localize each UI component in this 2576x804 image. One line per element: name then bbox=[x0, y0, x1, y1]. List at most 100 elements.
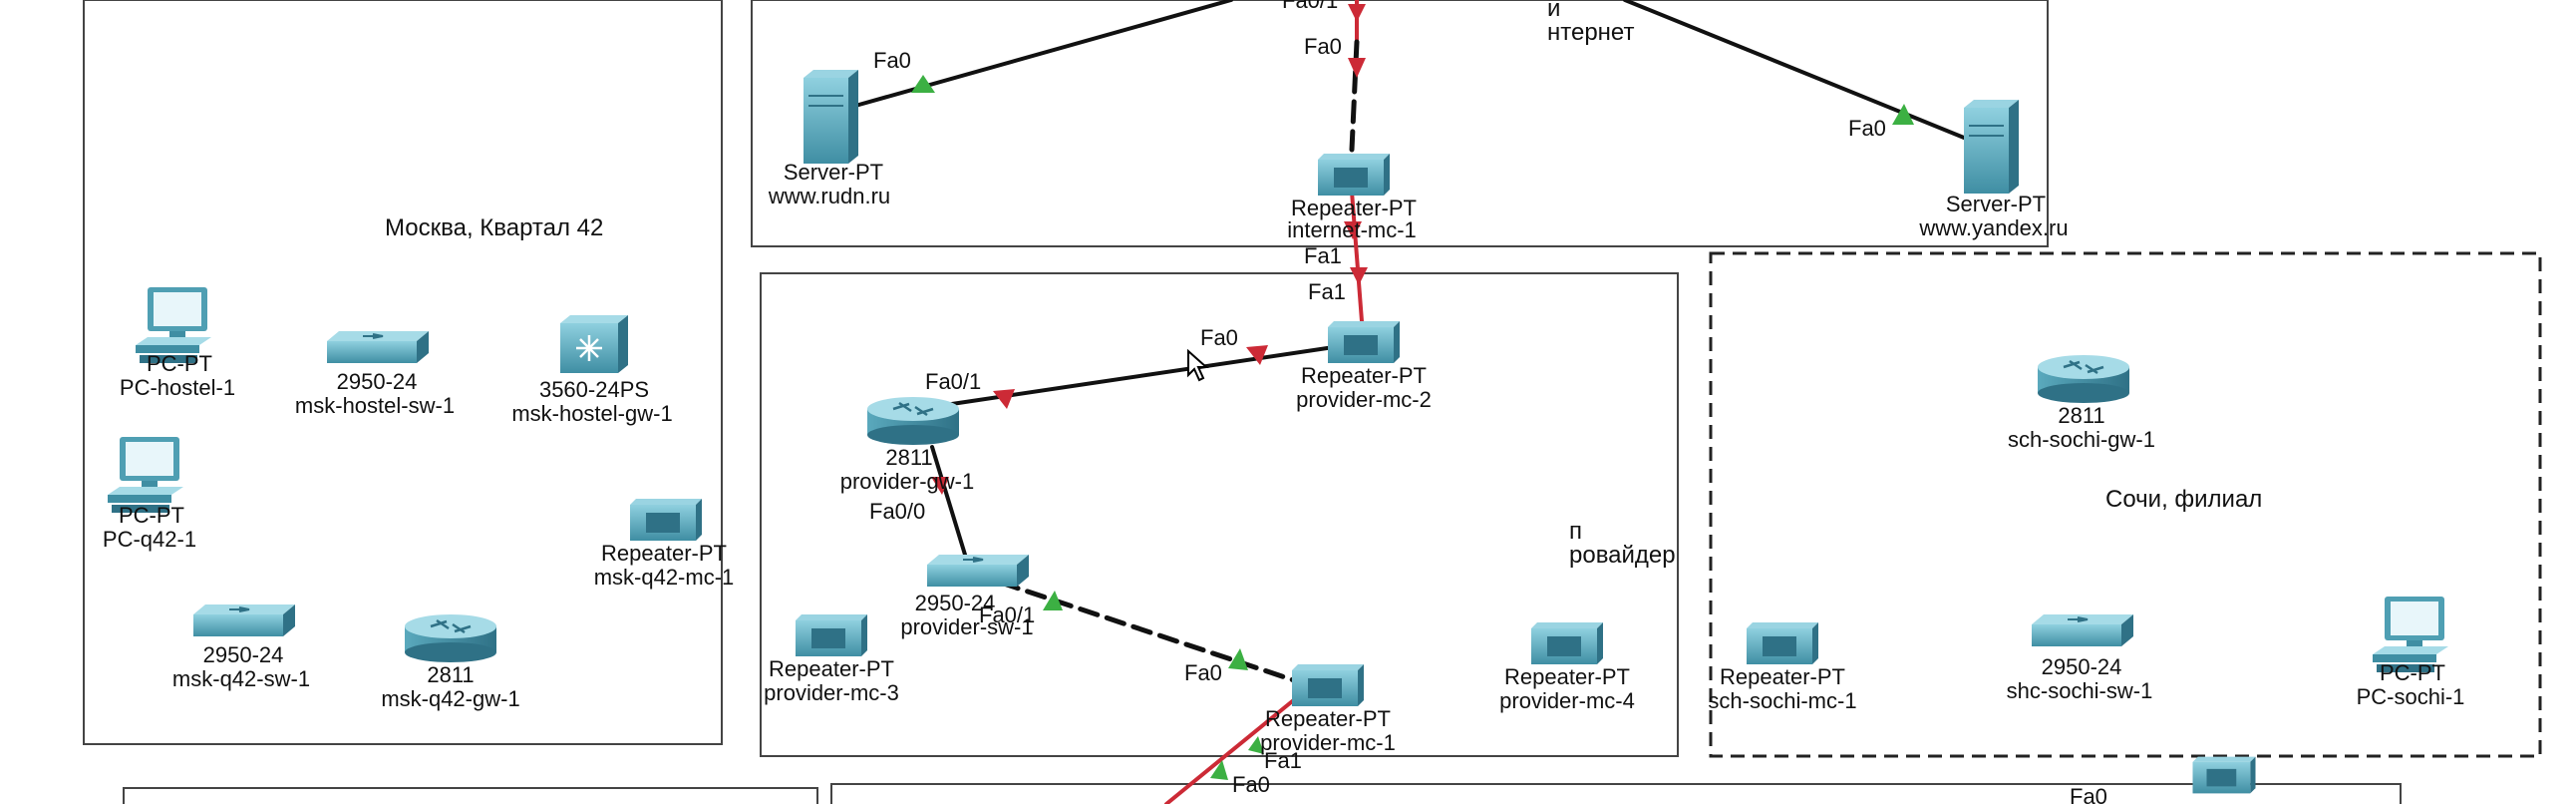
device-type-label: Repeater-PT bbox=[1720, 664, 1845, 689]
shc-sochi-sw1-icon[interactable] bbox=[2031, 613, 2134, 647]
msk-hostel-gw1-icon[interactable] bbox=[558, 313, 630, 375]
mouse-cursor-icon bbox=[1187, 348, 1209, 382]
port-down-marker bbox=[1344, 221, 1362, 239]
provider-mc1-icon[interactable] bbox=[1292, 664, 1364, 706]
device-type-label: 2811 bbox=[427, 662, 474, 687]
port-label: Fa0 bbox=[1184, 660, 1222, 685]
device-type-label: Repeater-PT bbox=[1504, 664, 1630, 689]
device-type-label: 2811 bbox=[885, 445, 932, 470]
port-label: Fa1 bbox=[1308, 279, 1346, 304]
zone-bottom-left bbox=[123, 787, 818, 804]
port-down-marker bbox=[931, 477, 949, 495]
port-up-marker bbox=[1248, 736, 1264, 754]
device-name-label: shc-sochi-sw-1 bbox=[2007, 678, 2153, 703]
port-markers bbox=[911, 4, 1914, 780]
port-label: Fa0 bbox=[1848, 116, 1886, 141]
device-type-label: Repeater-PT bbox=[601, 541, 727, 566]
port-label: Fa0 bbox=[1232, 772, 1270, 797]
device-name-label: provider-mc-2 bbox=[1296, 387, 1432, 412]
device-name-label: provider-gw-1 bbox=[840, 469, 975, 494]
port-label: Fa0 bbox=[873, 48, 911, 73]
msk-q42-mc1-icon[interactable] bbox=[630, 499, 702, 541]
provider-label-line2: ровайдер bbox=[1569, 542, 1676, 569]
port-down-marker bbox=[1348, 4, 1366, 22]
device-name-label: PC-sochi-1 bbox=[2357, 684, 2465, 709]
port-label: Fa0 bbox=[1200, 325, 1238, 350]
zone-titles: Москва, Квартал 42 Сочи, филиал и нтерне… bbox=[385, 0, 2262, 569]
pc-q42-icon[interactable] bbox=[108, 437, 183, 513]
msk-hostel-sw1-icon[interactable] bbox=[326, 330, 430, 364]
port-up-marker bbox=[1892, 104, 1914, 125]
device-name-label: PC-q42-1 bbox=[103, 527, 196, 552]
bottom-right-repeater-icon[interactable] bbox=[2192, 756, 2256, 794]
port-up-marker bbox=[911, 75, 935, 93]
provider-mc2-icon[interactable] bbox=[1328, 321, 1400, 363]
device-name-label: sch-sochi-gw-1 bbox=[2008, 427, 2155, 452]
device-name-label: msk-q42-gw-1 bbox=[381, 686, 519, 711]
msk-q42-sw1-icon[interactable] bbox=[192, 603, 296, 637]
provider-gw1-icon[interactable] bbox=[865, 395, 961, 447]
link-yandex-internet bbox=[1623, 0, 1971, 142]
moscow-zone-title: Москва, Квартал 42 bbox=[385, 214, 603, 241]
port-up-marker bbox=[1210, 760, 1228, 780]
port-down-marker bbox=[1348, 58, 1366, 78]
device-name-label: sch-sochi-mc-1 bbox=[1708, 688, 1856, 713]
internet-mc1-icon[interactable] bbox=[1318, 154, 1390, 196]
provider-label-line1: п bbox=[1569, 518, 1582, 545]
device-type-label: Server-PT bbox=[784, 160, 883, 185]
zone-bottom-center bbox=[830, 783, 2402, 804]
zone-provider bbox=[760, 272, 1679, 757]
device-name-label: msk-q42-sw-1 bbox=[172, 666, 310, 691]
sochi-zone-title: Сочи, филиал bbox=[2105, 486, 2262, 513]
port-down-marker bbox=[993, 389, 1015, 409]
device-type-label: Repeater-PT bbox=[1301, 363, 1427, 388]
device-name-label: provider-mc-1 bbox=[1260, 730, 1396, 755]
device-name-label: internet-mc-1 bbox=[1287, 217, 1417, 242]
device-name-label: msk-hostel-sw-1 bbox=[295, 393, 455, 418]
sch-sochi-mc1-icon[interactable] bbox=[1747, 622, 1818, 664]
port-label: Fa0 bbox=[2070, 784, 2107, 804]
server-yandex-icon[interactable] bbox=[1963, 99, 2020, 195]
port-label: Fa1 bbox=[1264, 748, 1302, 773]
zone-sochi bbox=[1709, 251, 2542, 758]
link-mc1-mc2 bbox=[1350, 190, 1364, 323]
provider-sw1-icon[interactable] bbox=[926, 554, 1030, 588]
device-name-label: www.rudn.ru bbox=[768, 184, 890, 208]
internet-label-line1: и bbox=[1547, 0, 1560, 22]
port-labels: Fa0 Fa0 Fa0/1 Fa0 Fa1 Fa1 Fa0 Fa0/1 Fa0/… bbox=[869, 0, 2107, 804]
device-name-label: msk-hostel-gw-1 bbox=[511, 401, 672, 426]
zone-borders bbox=[83, 0, 2542, 804]
internet-label-line2: нтернет bbox=[1547, 19, 1634, 46]
link-sw-mc1 bbox=[998, 580, 1297, 683]
link-gw-sw bbox=[930, 445, 967, 557]
device-type-label: 2950-24 bbox=[915, 591, 996, 615]
device-type-label: Repeater-PT bbox=[1265, 706, 1391, 731]
port-label: Fa0/1 bbox=[979, 603, 1035, 627]
device-name-label: msk-q42-mc-1 bbox=[594, 565, 735, 590]
port-down-marker bbox=[1350, 267, 1368, 285]
device-name-label: provider-mc-4 bbox=[1499, 688, 1635, 713]
port-label: Fa0/1 bbox=[1282, 0, 1338, 13]
device-type-label: Repeater-PT bbox=[1291, 196, 1417, 220]
link-rudn-internet bbox=[853, 0, 1233, 108]
device-labels: Server-PT www.rudn.ru Server-PT www.yand… bbox=[103, 160, 2464, 755]
server-rudn-icon[interactable] bbox=[803, 69, 859, 165]
link-mc1-bottom bbox=[1164, 696, 1298, 804]
provider-mc3-icon[interactable] bbox=[796, 614, 867, 656]
port-label: Fa0/1 bbox=[925, 369, 981, 394]
device-type-label: Server-PT bbox=[1946, 192, 2046, 216]
device-type-label: 2950-24 bbox=[203, 642, 284, 667]
provider-mc4-icon[interactable] bbox=[1531, 622, 1603, 664]
port-label: Fa1 bbox=[1304, 243, 1342, 268]
device-type-label: 3560-24PS bbox=[539, 377, 649, 402]
port-up-marker bbox=[1043, 591, 1063, 610]
device-type-label: 2950-24 bbox=[2042, 654, 2122, 679]
device-type-label: PC-PT bbox=[2380, 660, 2445, 685]
sch-sochi-gw1-icon[interactable] bbox=[2036, 353, 2131, 405]
msk-q42-gw1-icon[interactable] bbox=[403, 612, 498, 664]
device-name-label: provider-mc-3 bbox=[764, 680, 899, 705]
device-type-label: 2950-24 bbox=[337, 369, 418, 394]
port-up-marker bbox=[1228, 648, 1248, 670]
device-name-label: www.yandex.ru bbox=[1918, 215, 2068, 240]
